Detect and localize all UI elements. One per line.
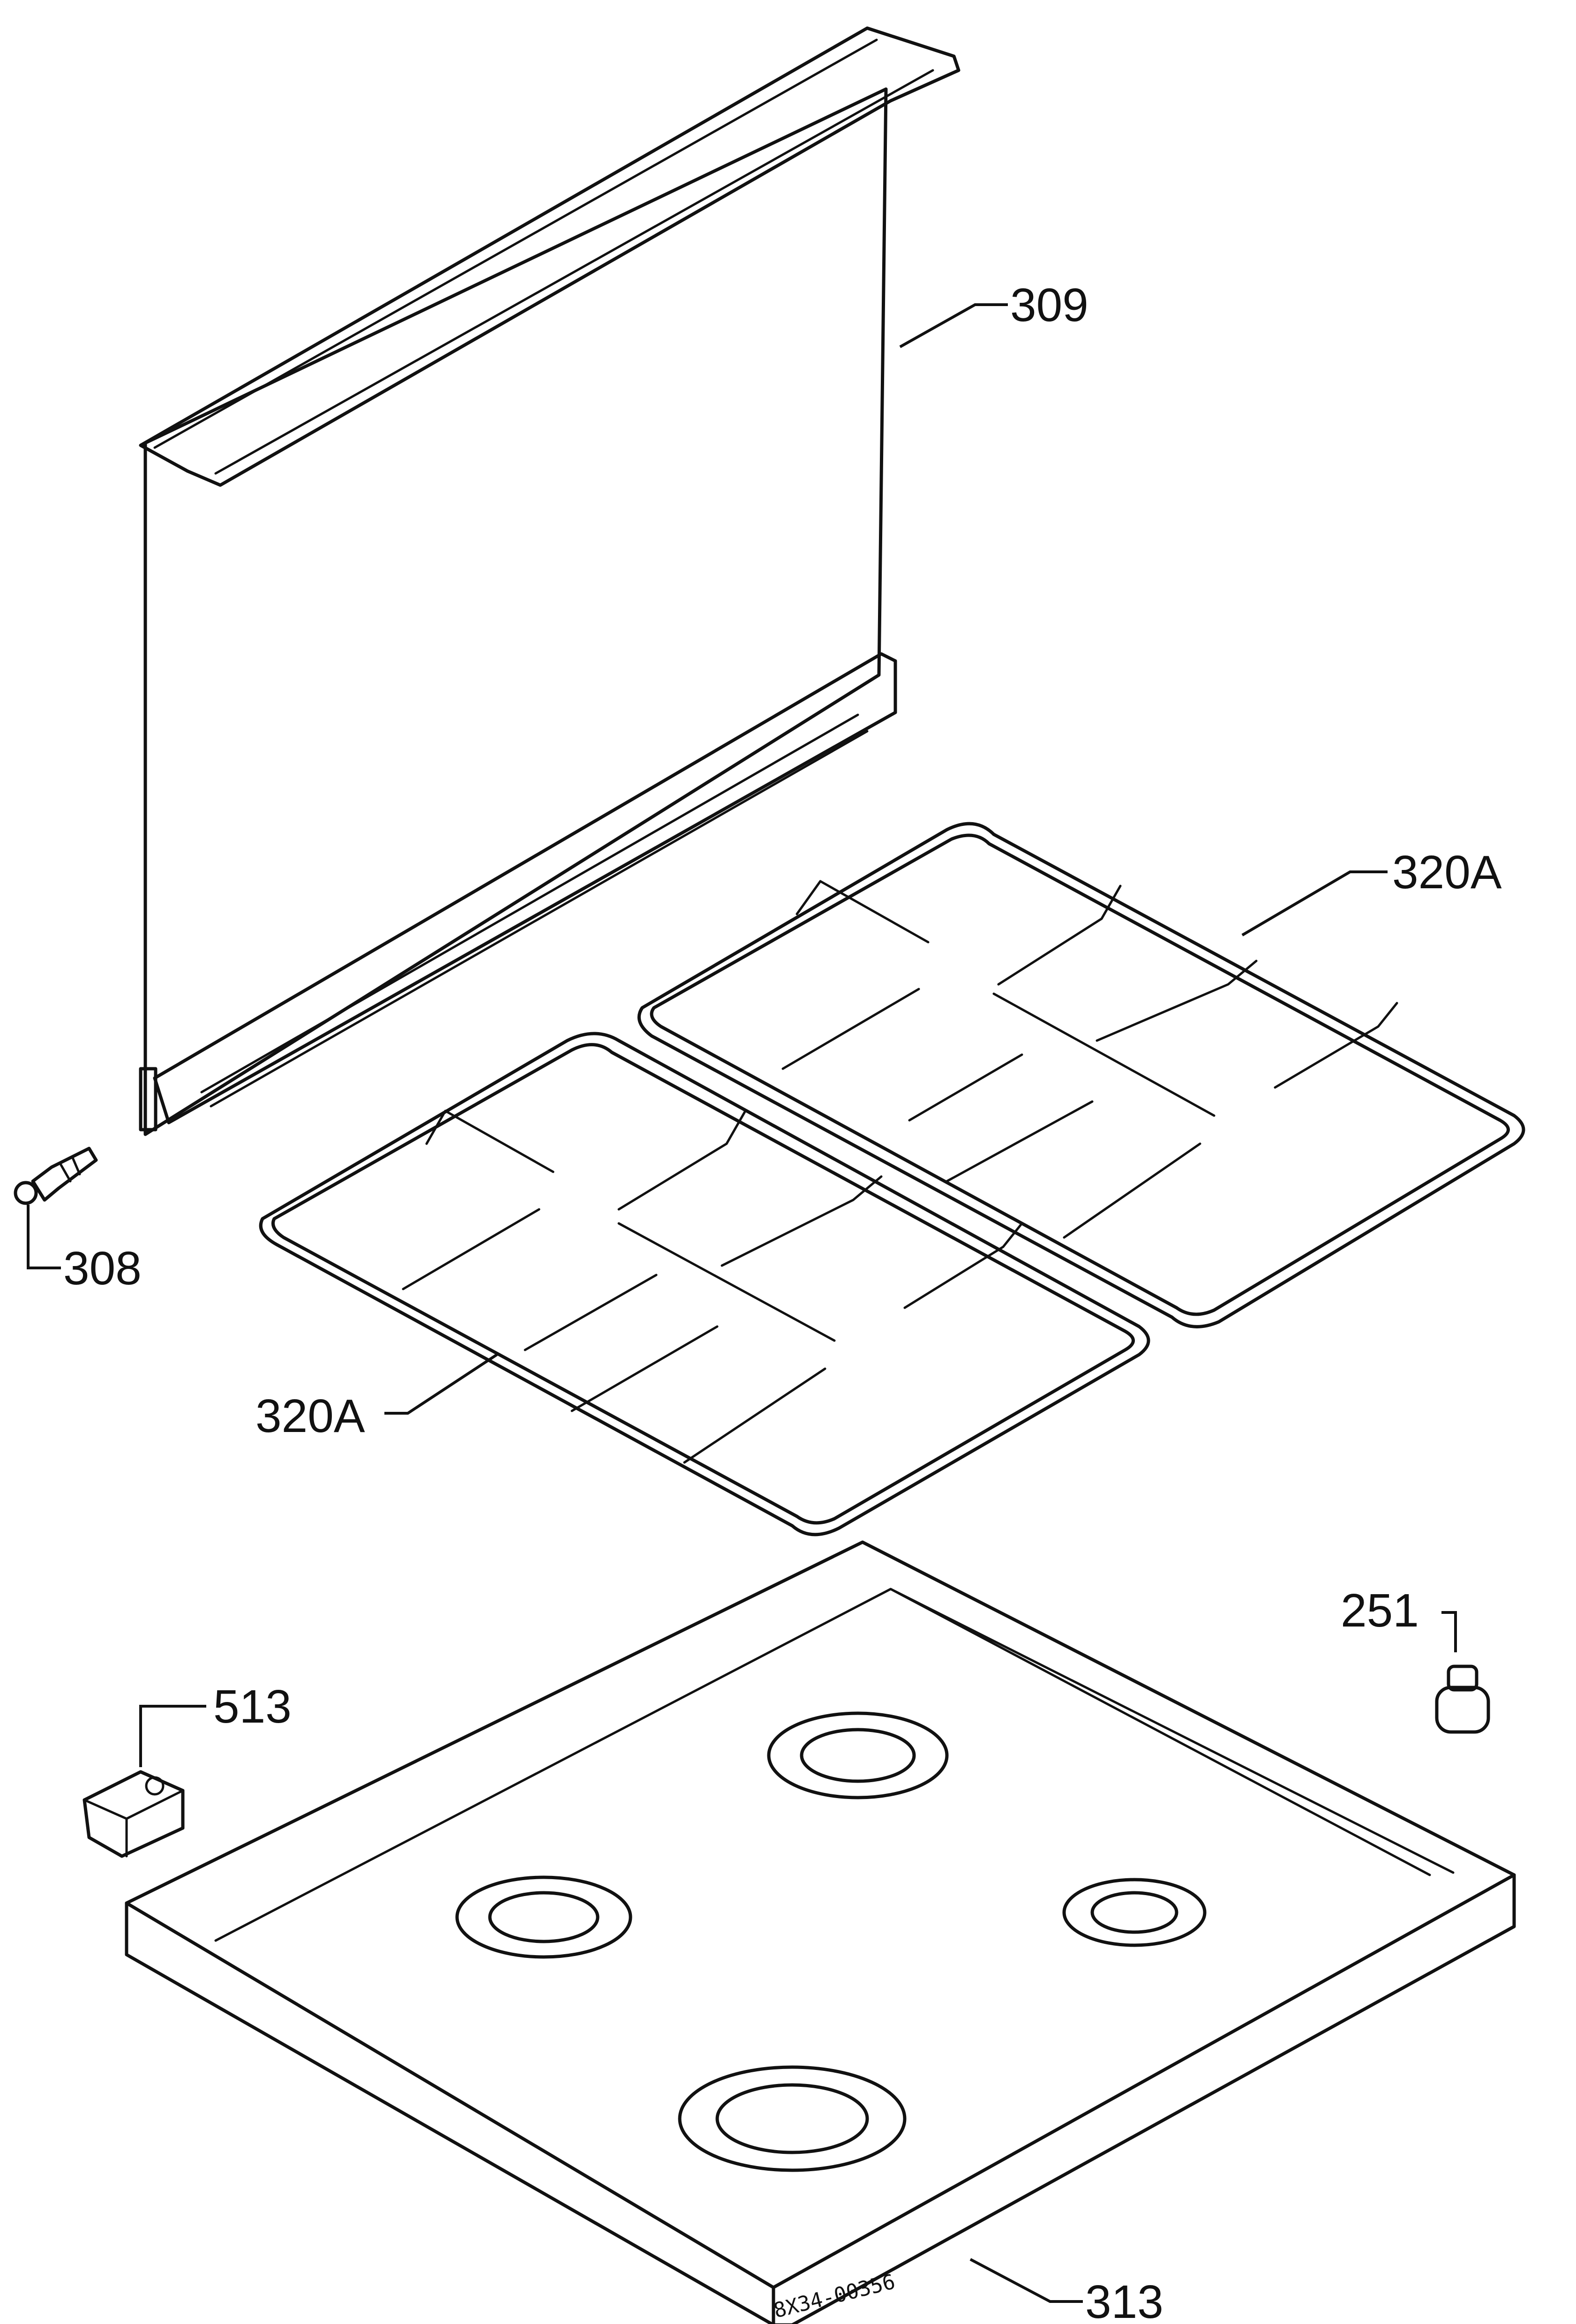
label-320a-left: 320A bbox=[255, 1390, 365, 1442]
label-251: 251 bbox=[1341, 1584, 1419, 1637]
label-308: 308 bbox=[63, 1242, 142, 1295]
part-320a-grid-right bbox=[637, 822, 1525, 1328]
leader-309 bbox=[899, 303, 1008, 348]
label-320a-right: 320A bbox=[1392, 846, 1502, 899]
leader-320a-left bbox=[384, 1353, 498, 1415]
label-313: 313 bbox=[1085, 2276, 1163, 2324]
part-313-hob-top bbox=[125, 1540, 1516, 2324]
leader-320a-right bbox=[1241, 870, 1388, 937]
part-513-clip bbox=[83, 1705, 206, 1858]
label-309: 309 bbox=[1010, 279, 1088, 331]
leader-313 bbox=[969, 2258, 1083, 2303]
part-320a-grid-left bbox=[259, 1032, 1150, 1537]
part-308-screw bbox=[14, 1147, 98, 1269]
label-513: 513 bbox=[213, 1680, 292, 1733]
part-251-knob bbox=[1435, 1611, 1490, 1734]
part-309-glass-lid bbox=[139, 26, 961, 1136]
